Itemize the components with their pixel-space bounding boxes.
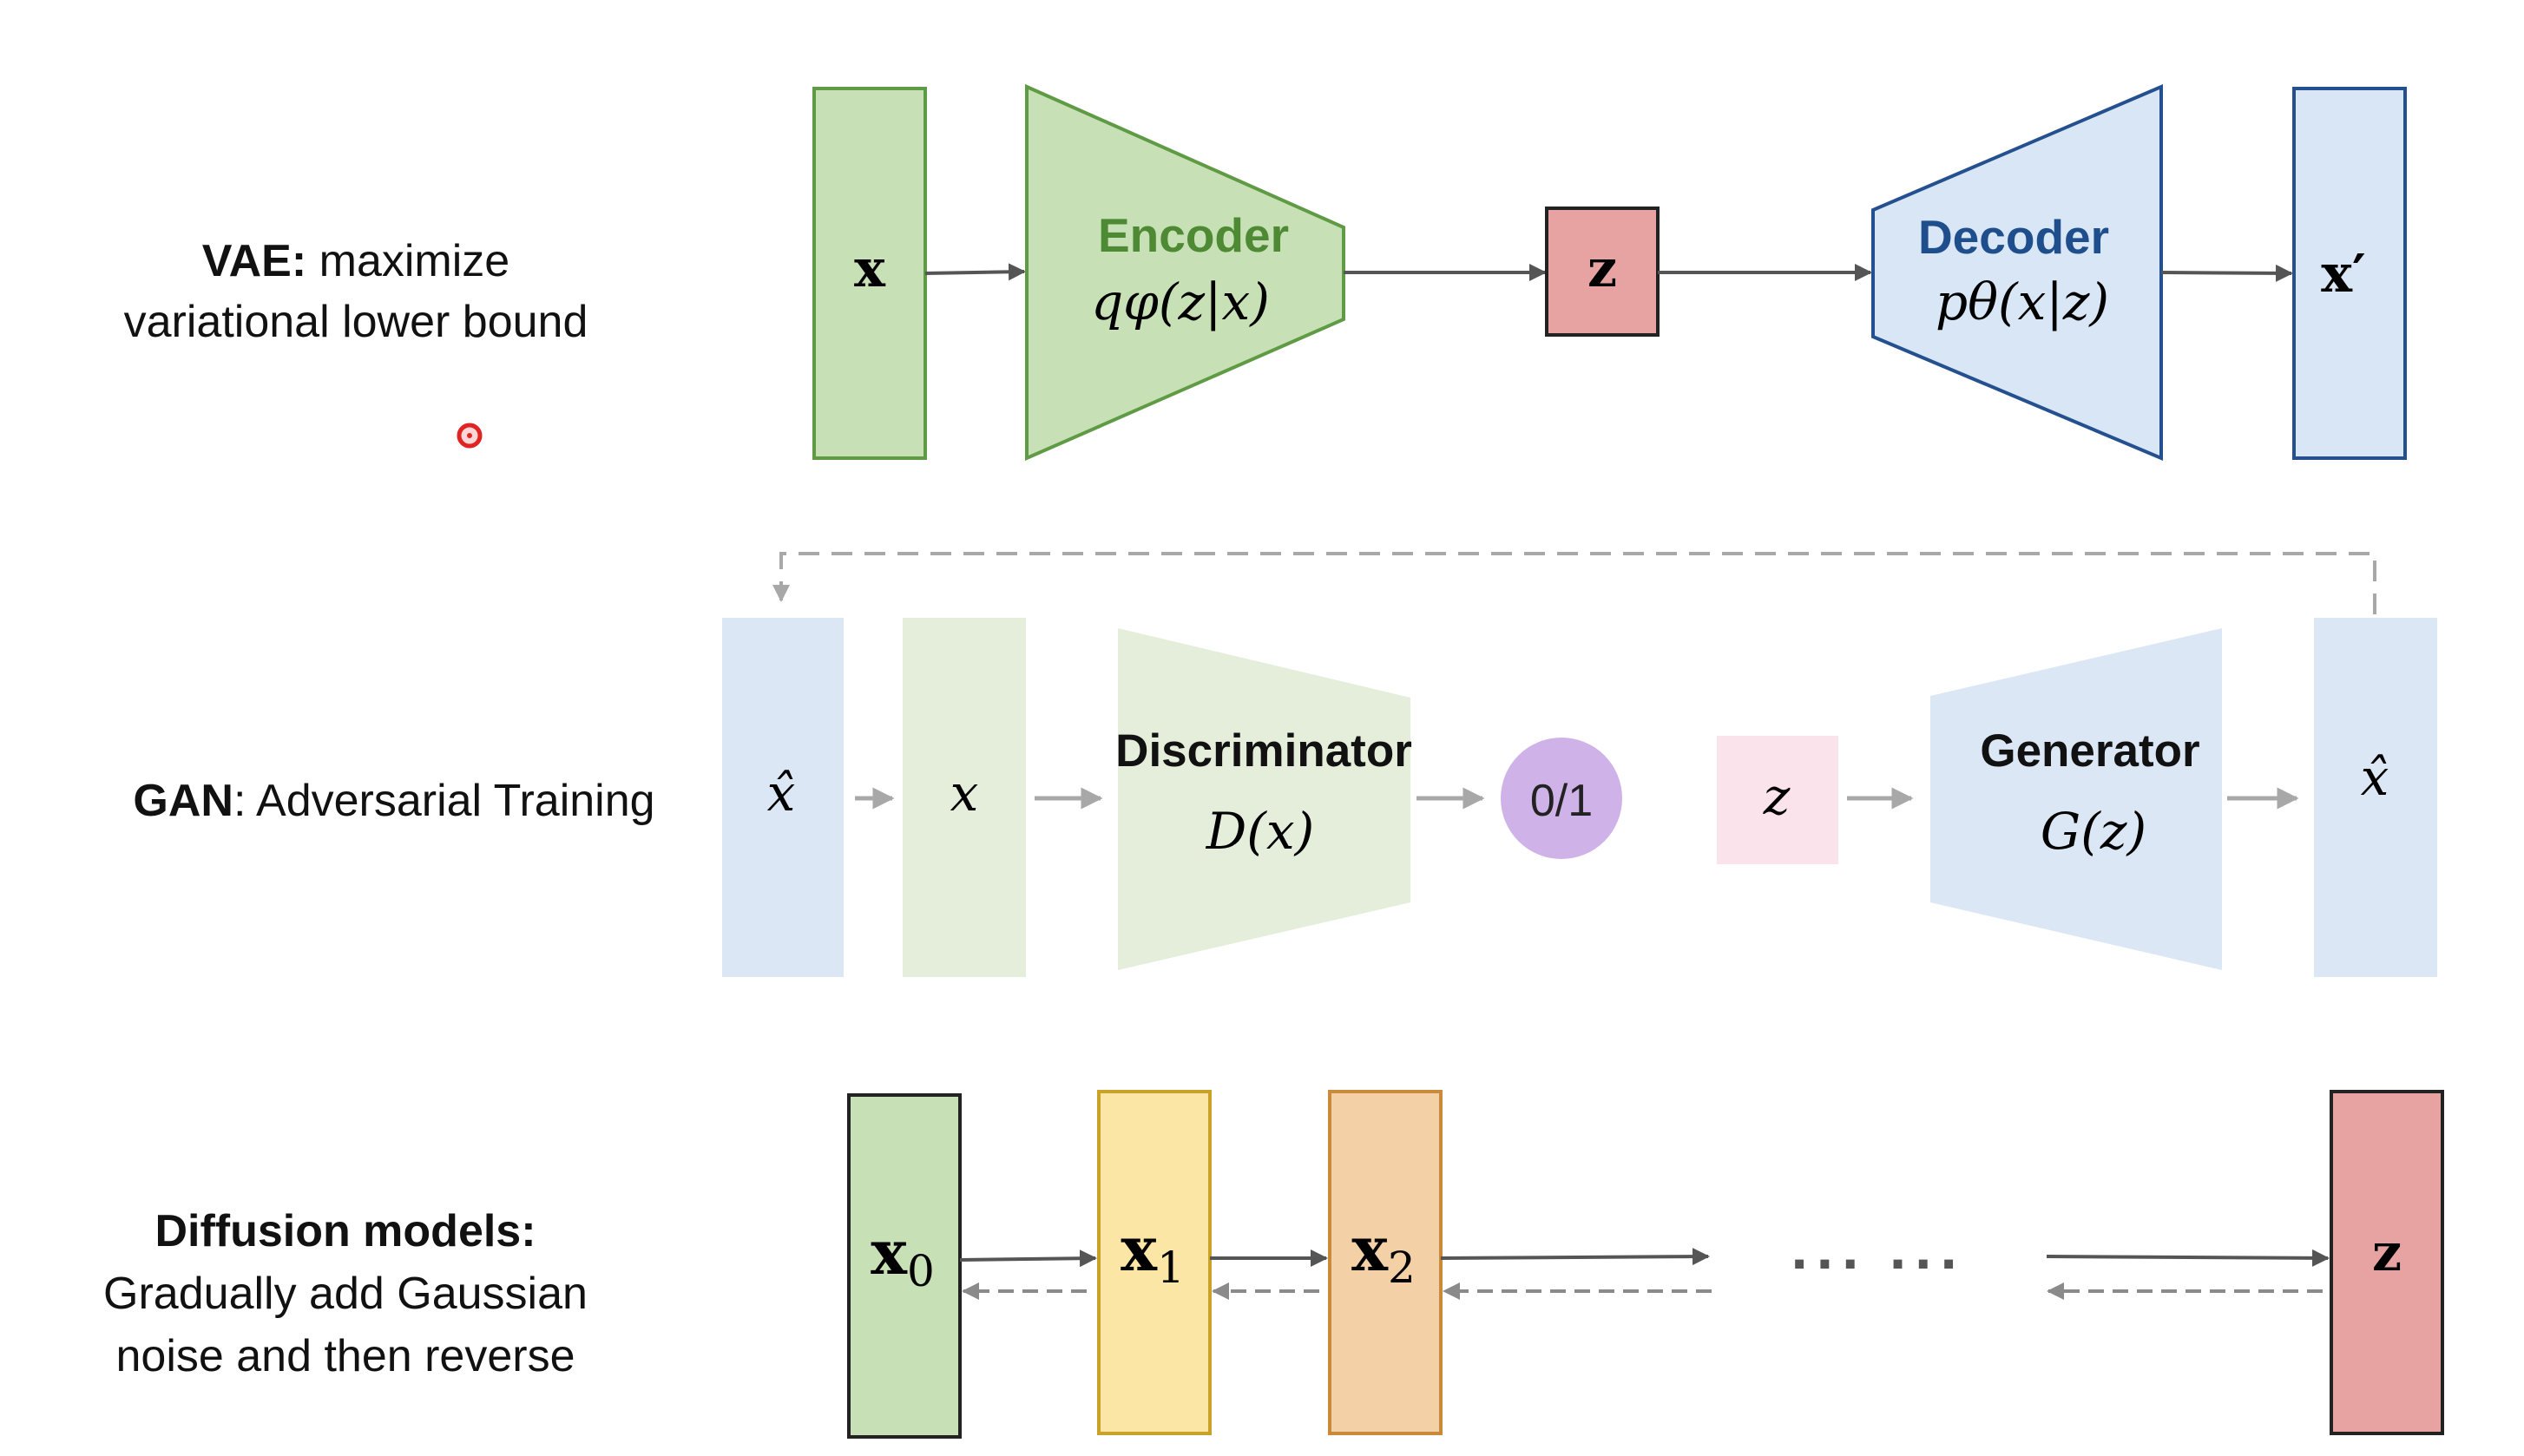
- decoder-shape: [1871, 83, 2163, 462]
- diffusion-x0-box: [847, 1093, 962, 1439]
- diffusion-x2-symbol: x: [1351, 1213, 1389, 1285]
- vae-arrow-decoder-output: [2160, 264, 2293, 282]
- vae-label-line2: variational lower bound: [124, 297, 588, 347]
- diffusion-forward-arrow-x2-ellipsis: [1440, 1248, 1710, 1266]
- gan-output-circle: [1501, 738, 1622, 859]
- diffusion-forward-arrow-ellipsis-z: [2046, 1249, 2330, 1267]
- diffusion-label-line3: noise and then reverse: [115, 1331, 575, 1381]
- diffusion-x0-symbol: x: [871, 1217, 908, 1289]
- vae-label-bold: VAE:: [202, 236, 306, 286]
- diffusion-x2-label: x2: [1351, 1213, 1416, 1293]
- diffusion-x0-label: x0: [871, 1217, 935, 1296]
- gan-row: GAN: Adversarial Training x̂ x Discrimin…: [133, 552, 2437, 977]
- vae-input-symbol: x: [854, 239, 886, 299]
- diffusion-x0-subscript: 0: [907, 1246, 935, 1296]
- pointer-dot-center: [467, 433, 472, 438]
- diffusion-z-box: [2330, 1090, 2444, 1435]
- gan-noise-symbol: z: [1763, 767, 1791, 826]
- gan-output-label: 0/1: [1530, 776, 1593, 826]
- diffusion-label-line1: Diffusion models:: [154, 1206, 536, 1256]
- vae-output-box: [2292, 87, 2407, 460]
- gan-real-symbol: x: [950, 764, 979, 823]
- diffusion-label-line2: Gradually add Gaussian: [103, 1269, 588, 1319]
- generator-shape: [1930, 628, 2222, 970]
- diffusion-ellipsis: ··· ···: [1791, 1230, 1965, 1297]
- vae-input-box: [812, 87, 927, 460]
- diffusion-x1-subscript: 1: [1157, 1243, 1185, 1293]
- vae-arrow-input-encoder: [924, 263, 1026, 281]
- discriminator-formula: D(x): [1206, 802, 1314, 861]
- gan-label: GAN: Adversarial Training: [133, 776, 654, 826]
- discriminator-title: Discriminator: [1115, 725, 1412, 777]
- diffusion-row: Diffusion models: Gradually add Gaussian…: [103, 1090, 2444, 1439]
- gan-label-rest: : Adversarial Training: [233, 776, 655, 826]
- vae-label-line1: VAE: maximize: [202, 236, 509, 286]
- diffusion-x2-subscript: 2: [1388, 1243, 1416, 1293]
- diffusion-x1-box: [1097, 1090, 1212, 1435]
- gan-fake-symbol: x̂: [767, 764, 796, 823]
- generator-title: Generator: [1980, 725, 2199, 777]
- encoder-title: Encoder: [1098, 208, 1289, 262]
- gan-real-box: [903, 618, 1026, 977]
- gan-fake-box: [722, 618, 844, 977]
- discriminator-shape: [1118, 628, 1410, 970]
- gan-feedback-dashed-arrow: [772, 552, 2376, 614]
- gan-generated-box: [2314, 618, 2437, 977]
- encoder-formula: qφ(z|x): [1091, 272, 1270, 331]
- gan-generated-symbol: x̂: [2361, 748, 2389, 807]
- diffusion-x1-label: x1: [1121, 1213, 1185, 1293]
- vae-output-symbol: x′: [2321, 244, 2366, 305]
- gan-label-bold: GAN: [133, 776, 233, 826]
- diffusion-z-symbol: z: [2372, 1223, 2402, 1283]
- decoder-title: Decoder: [1918, 210, 2109, 264]
- generator-formula: G(z): [2041, 802, 2146, 861]
- vae-label-rest: maximize: [319, 236, 510, 286]
- vae-latent-symbol: z: [1587, 239, 1617, 299]
- diffusion-x2-box: [1328, 1090, 1443, 1435]
- encoder-shape: [1025, 83, 1345, 462]
- diffusion-x1-symbol: x: [1121, 1213, 1158, 1285]
- vae-row: VAE: maximize variational lower bound x …: [124, 83, 2407, 462]
- diffusion-forward-arrow-x0-x1: [959, 1249, 1097, 1268]
- gan-noise-box: [1717, 736, 1838, 864]
- decoder-formula: pθ(x|z): [1936, 272, 2109, 331]
